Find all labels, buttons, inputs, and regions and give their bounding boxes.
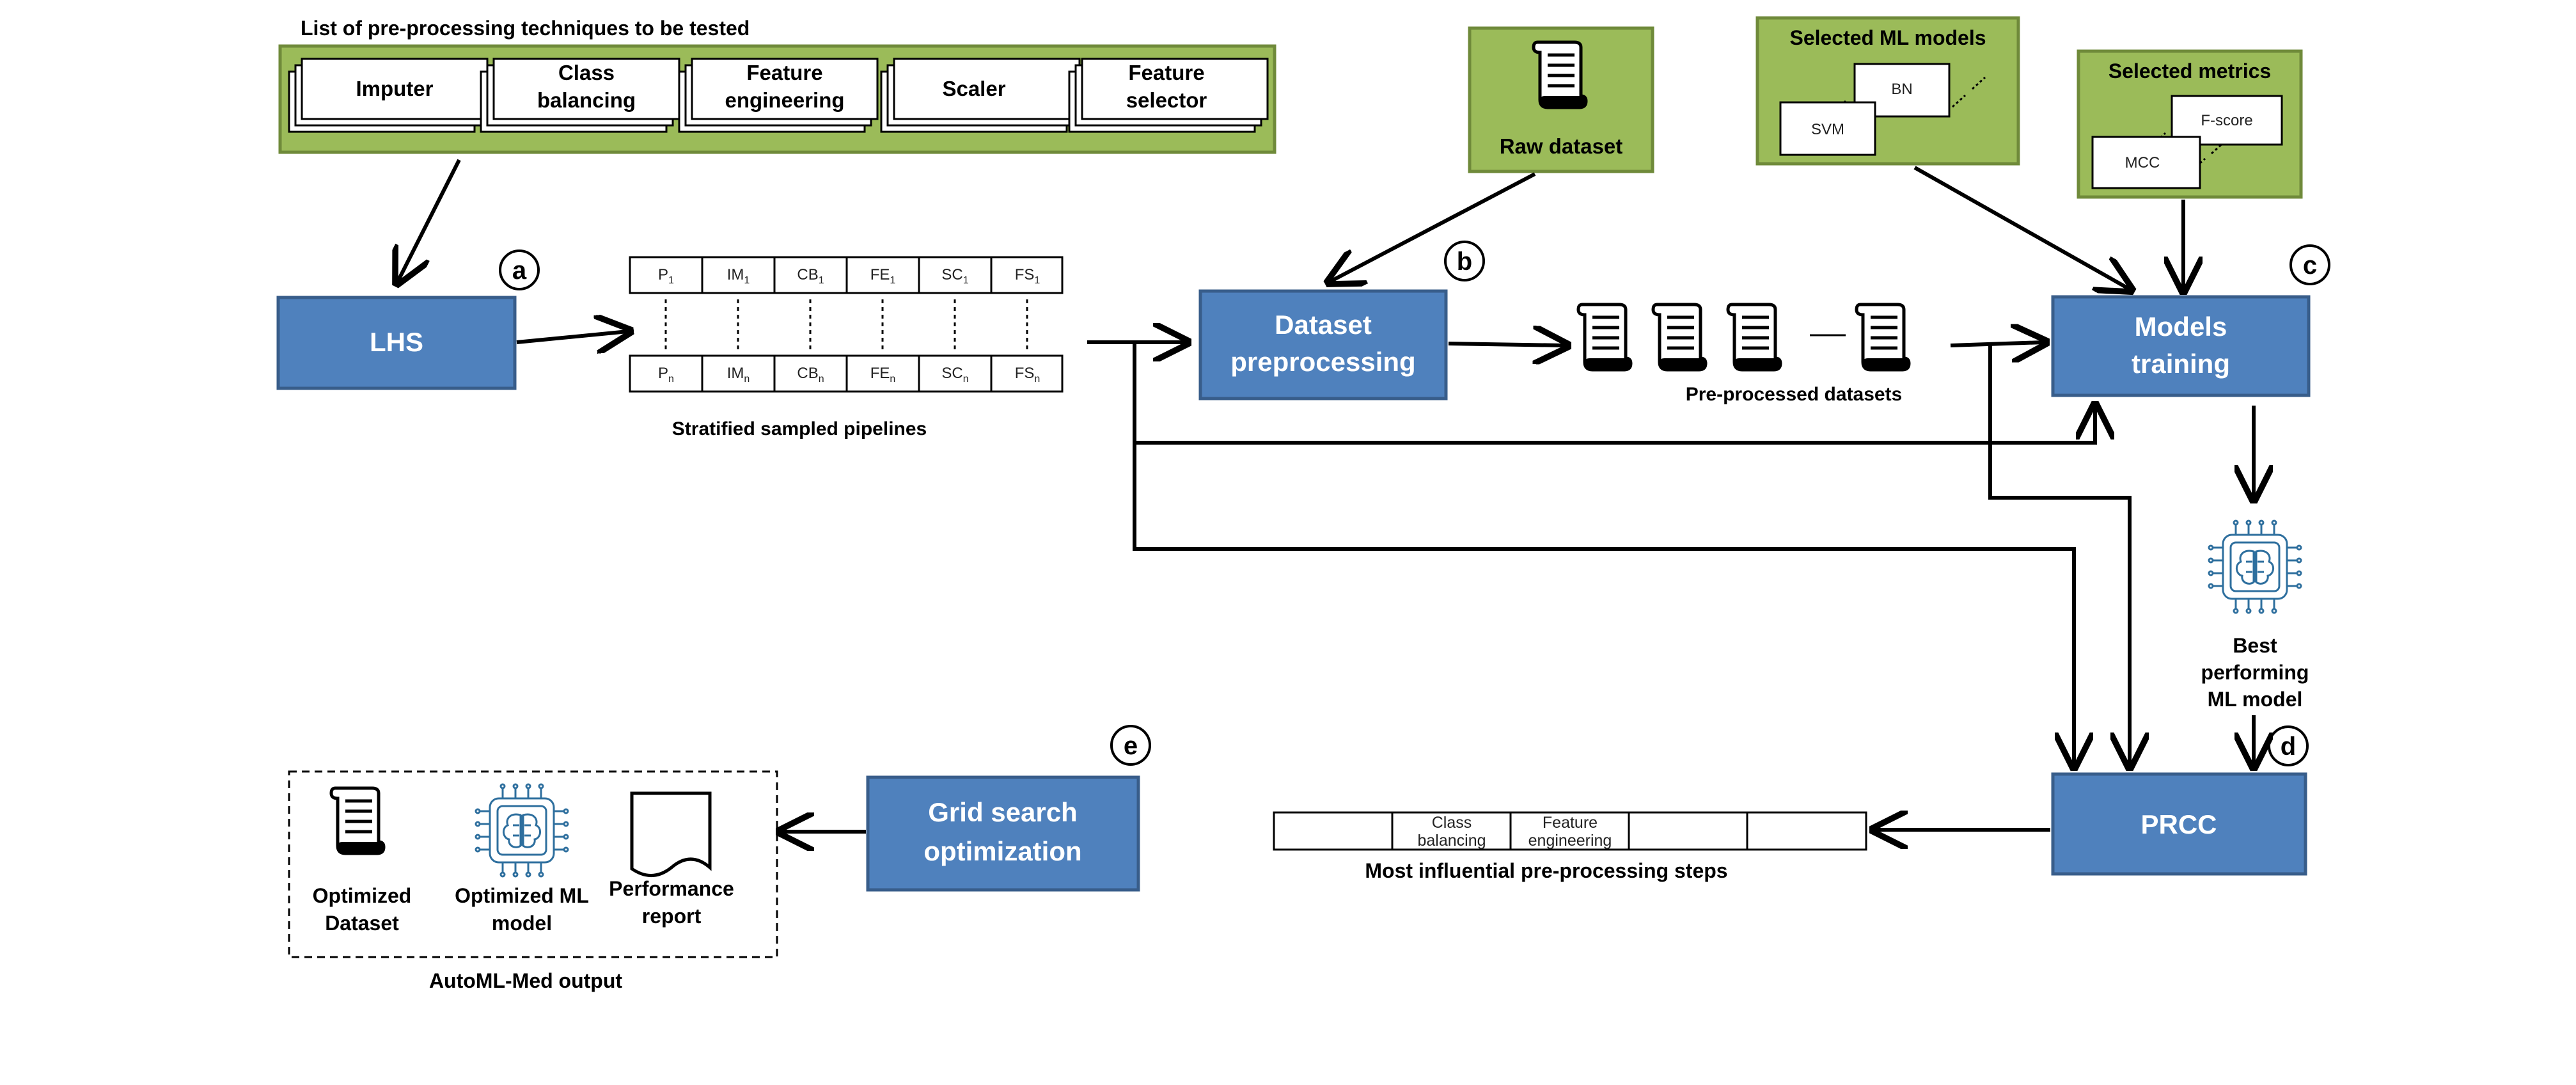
svg-text:training: training: [2132, 349, 2230, 379]
best-model-label: performing: [2201, 661, 2309, 684]
output-container: [288, 770, 778, 958]
technique-card-class-balancing: Class balancing: [480, 58, 680, 133]
svg-text:SVM: SVM: [1811, 121, 1844, 138]
svg-text:Grid search: Grid search: [928, 797, 1077, 827]
dataset-preprocessing-box: Dataset preprocessing: [1198, 289, 1448, 400]
svg-text:MCC: MCC: [2125, 154, 2160, 171]
grid-search-box: Grid search optimization: [866, 775, 1140, 892]
technique-label: balancing: [537, 88, 636, 112]
step-letter-e: e: [1110, 725, 1151, 766]
preprocessed-dataset-icon: [1728, 305, 1780, 370]
step-letter-b: b: [1444, 241, 1485, 281]
svg-text:Class: Class: [1432, 814, 1472, 832]
pipeline-cell: SC1: [941, 266, 968, 286]
best-model-label: Best: [2233, 634, 2277, 657]
technique-label: Feature: [746, 61, 822, 84]
svg-text:optimization: optimization: [923, 836, 1081, 866]
pipeline-cell: P1: [658, 266, 674, 286]
preprocessed-dataset-icon: [1857, 305, 1909, 370]
pipelines-caption: Stratified sampled pipelines: [672, 418, 927, 440]
svg-text:Performance: Performance: [609, 877, 734, 900]
pipeline-cell: FS1: [1015, 266, 1041, 286]
svg-text:preprocessing: preprocessing: [1230, 347, 1415, 377]
technique-card-imputer: Imputer: [288, 58, 489, 133]
technique-label: engineering: [725, 88, 844, 112]
pipeline-cell: IMn: [727, 365, 750, 384]
prcc-box: PRCC: [2051, 772, 2307, 876]
svg-text:Feature: Feature: [1543, 814, 1598, 832]
technique-label: Scaler: [942, 77, 1005, 100]
svg-text:model: model: [492, 912, 552, 935]
svg-text:b: b: [1457, 248, 1472, 276]
ml-models-title: Selected ML models: [1789, 26, 1986, 49]
model-card-svm: SVM: [1779, 101, 1876, 156]
svg-text:Dataset: Dataset: [325, 912, 399, 935]
raw-dataset-document-icon: [1534, 42, 1586, 107]
pipeline-cell: FSn: [1015, 365, 1041, 384]
performance-report-icon: [630, 791, 712, 877]
pipeline-cell: FEn: [870, 365, 896, 384]
pipelines-first-row: P1 IM1 CB1 FE1 SC1 FS1: [658, 266, 1040, 286]
technique-label: Feature: [1128, 61, 1204, 84]
step-letter-c: c: [2289, 244, 2330, 285]
influential-caption: Most influential pre-processing steps: [1365, 859, 1727, 882]
output-caption: AutoML-Med output: [429, 969, 622, 992]
technique-label: Imputer: [356, 77, 433, 100]
preprocessed-caption: Pre-processed datasets: [1686, 384, 1903, 405]
optimized-dataset-icon: [331, 788, 384, 853]
svg-text:c: c: [2303, 251, 2317, 280]
step-letter-a: a: [499, 249, 540, 290]
model-card-bn: BN: [1853, 63, 1951, 118]
svg-text:balancing: balancing: [1417, 832, 1486, 850]
technique-label: Class: [558, 61, 615, 84]
step-letter-d: d: [2268, 725, 2309, 766]
svg-text:F-score: F-score: [2201, 112, 2252, 129]
pipelines-last-row: Pn IMn CBn FEn SCn FSn: [658, 365, 1040, 384]
svg-text:PRCC: PRCC: [2140, 809, 2217, 839]
svg-text:a: a: [512, 257, 527, 285]
optimized-model-icon: [475, 783, 569, 878]
preprocessed-dataset-icon: [1578, 305, 1631, 370]
svg-text:engineering: engineering: [1528, 832, 1612, 850]
svg-text:report: report: [642, 905, 702, 928]
techniques-panel-title: List of pre-processing techniques to be …: [301, 17, 750, 40]
technique-label: selector: [1126, 88, 1207, 112]
pipelines-table: P1 IM1 CB1 FE1 SC1 FS1 Pn IMn CBn FEn SCn FSn: [629, 256, 1064, 393]
pipeline-cell: Pn: [658, 365, 674, 384]
preprocessed-dataset-icon: [1653, 305, 1706, 370]
pipeline-cell: IM1: [727, 266, 750, 286]
metric-card-mcc: MCC: [2091, 136, 2201, 189]
svg-text:Dataset: Dataset: [1275, 310, 1372, 340]
svg-text:d: d: [2281, 733, 2296, 761]
connector-arrows: [398, 159, 2254, 832]
svg-text:e: e: [1124, 732, 1138, 760]
models-training-box: Models training: [2051, 295, 2311, 397]
best-model-label: ML model: [2208, 688, 2303, 711]
lhs-label: LHS: [370, 327, 423, 357]
svg-text:BN: BN: [1891, 81, 1912, 98]
pipeline-cell: SCn: [941, 365, 968, 384]
metrics-title: Selected metrics: [2109, 59, 2271, 83]
brain-chip-icon: [2208, 519, 2302, 614]
svg-text:Optimized: Optimized: [313, 884, 412, 907]
lhs-box: LHS: [276, 296, 517, 390]
svg-text:Optimized ML: Optimized ML: [455, 884, 589, 907]
raw-dataset-label: Raw dataset: [1500, 134, 1623, 158]
technique-card-scaler: Scaler: [880, 58, 1081, 133]
influential-steps-table: Class balancing Feature engineering: [1273, 811, 1867, 851]
technique-card-feature-engineering: Feature engineering: [678, 58, 879, 133]
pipeline-cell: CBn: [797, 365, 824, 384]
svg-text:Models: Models: [2135, 312, 2227, 342]
pipeline-cell: CB1: [797, 266, 824, 286]
technique-card-feature-selector: Feature selector: [1068, 58, 1269, 133]
pipeline-cell: FE1: [870, 266, 896, 286]
